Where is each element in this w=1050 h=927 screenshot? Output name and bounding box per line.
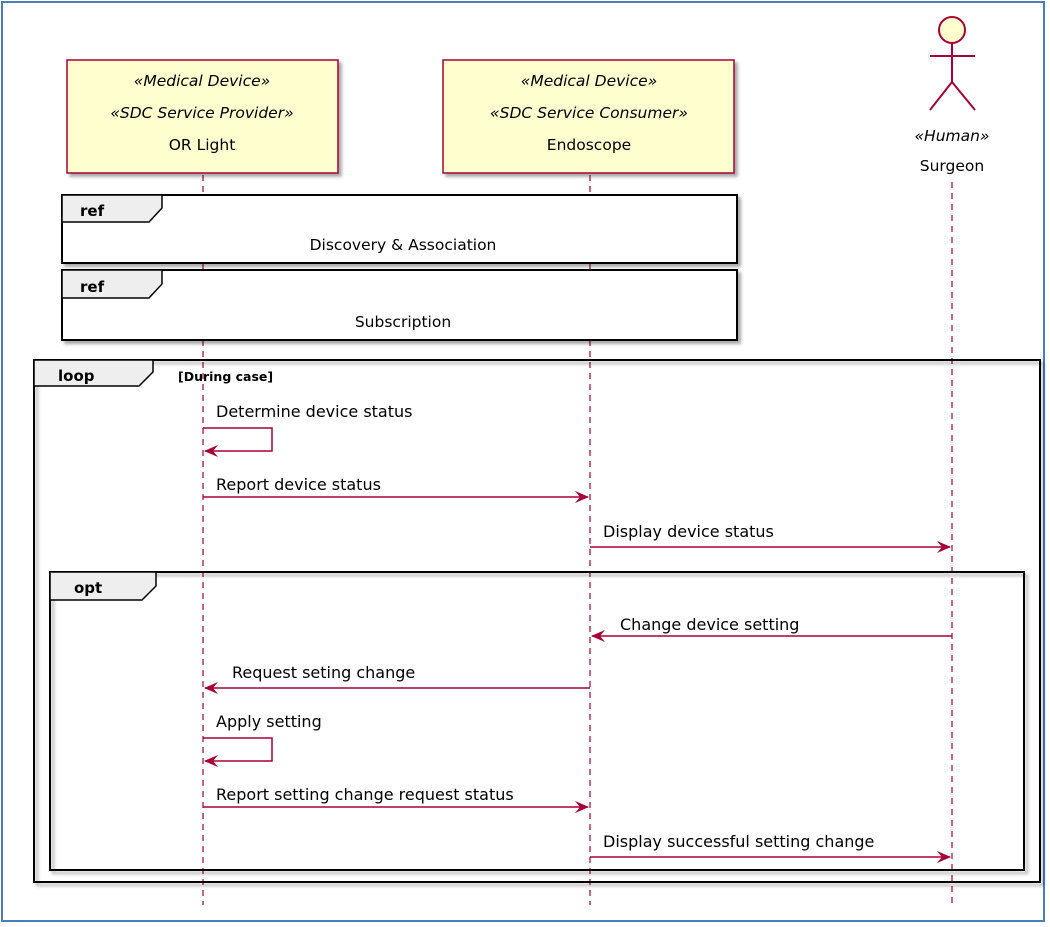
message-label: Display successful setting change <box>603 832 874 851</box>
message-display-status: Display device status <box>590 522 951 553</box>
participant-name: Surgeon <box>920 157 984 175</box>
loop-tag: loop <box>58 367 95 385</box>
message-report-status: Report device status <box>203 475 589 503</box>
message-report-change-status: Report setting change request status <box>203 785 589 813</box>
message-request-change: Request seting change <box>204 663 590 694</box>
message-label: Display device status <box>603 522 774 541</box>
message-label: Report device status <box>216 475 381 494</box>
participant-endoscope: «Medical Device» «SDC Service Consumer» … <box>442 59 735 174</box>
message-label: Determine device status <box>216 402 412 421</box>
message-label: Apply setting <box>216 712 322 731</box>
message-label: Report setting change request status <box>216 785 514 804</box>
message-display-success: Display successful setting change <box>590 832 951 863</box>
loop-guard: [During case] <box>178 369 273 384</box>
participant-stereotype: «SDC Service Consumer» <box>490 104 688 122</box>
participant-stereotype: «SDC Service Provider» <box>110 104 293 122</box>
loop-frame: loop [During case] <box>33 359 1041 883</box>
ref-label: Subscription <box>355 313 451 331</box>
participant-name: OR Light <box>169 136 236 154</box>
participant-surgeon: «Human» Surgeon <box>914 16 990 175</box>
participant-or-light: «Medical Device» «SDC Service Provider» … <box>66 59 339 174</box>
participant-stereotype: «Medical Device» <box>134 72 270 90</box>
ref-frame-discovery: ref Discovery & Association <box>61 194 738 264</box>
ref-tag: ref <box>80 202 105 220</box>
ref-frame-subscription: ref Subscription <box>61 269 738 341</box>
opt-frame: opt <box>49 571 1025 871</box>
opt-tag: opt <box>74 579 102 597</box>
participant-name: Endoscope <box>547 136 631 154</box>
message-label: Change device setting <box>620 615 799 634</box>
message-label: Request seting change <box>232 663 415 682</box>
participant-stereotype: «Medical Device» <box>521 72 657 90</box>
ref-label: Discovery & Association <box>310 236 497 254</box>
message-change-setting: Change device setting <box>591 615 952 642</box>
message-determine-status: Determine device status <box>203 402 412 457</box>
actor-icon <box>929 16 976 111</box>
message-apply-setting: Apply setting <box>203 712 322 767</box>
participant-stereotype: «Human» <box>914 127 989 145</box>
ref-tag: ref <box>80 278 105 296</box>
